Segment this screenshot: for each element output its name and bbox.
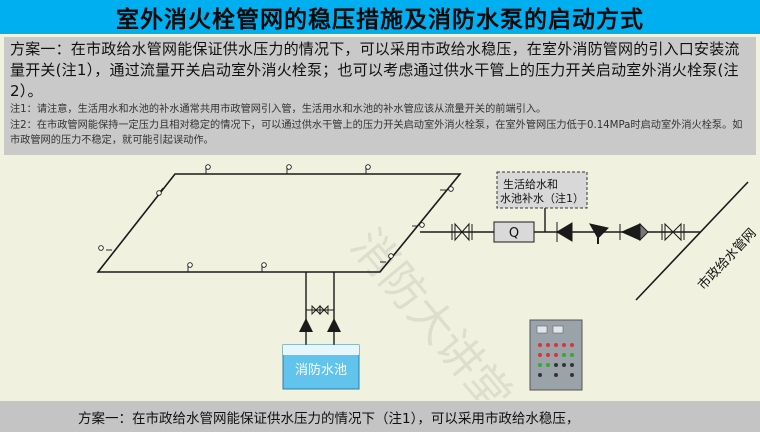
tank-label: 消防水池	[295, 362, 347, 378]
caption-text: 方案一：在市政给水管网能保证供水压力的情况下（注1），可以采用市政给水稳压，	[78, 410, 580, 427]
caption-bar: 方案一：在市政给水管网能保证供水压力的情况下（注1），可以采用市政给水稳压，	[0, 401, 760, 432]
hydrant-icon	[440, 186, 454, 192]
scheme-main-text: 方案一：在市政给水管网能保证供水压力的情况下，可以采用市政给水稳压，在室外消防管…	[10, 40, 740, 100]
municipal-main-label: 市政给水管网	[695, 225, 760, 293]
ring-main-pipe	[96, 173, 462, 273]
hydrant-icon	[380, 253, 394, 263]
piping-diagram: 消防大讲堂 Q	[96, 164, 760, 400]
scheme-description-box: 方案一：在市政给水管网能保证供水压力的情况下，可以采用市政给水稳压，在室外消防管…	[4, 37, 756, 155]
hydrant-icon	[286, 164, 292, 174]
note-1: 注1：请注意，生活用水和水池的补水通常共用市政管网引入管，生活用水和水池的补水管…	[10, 104, 547, 115]
fire-pump-icon	[299, 318, 341, 332]
domestic-supply-label-2: 水池补水（注1）	[500, 191, 584, 205]
hydrant-icon	[365, 164, 371, 174]
title-bar: 室外消火栓管网的稳压措施及消防水泵的启动方式	[0, 0, 760, 34]
hydrant-icon	[98, 245, 112, 251]
domestic-supply-label-1: 生活给水和	[503, 177, 558, 191]
hydrant-icon	[205, 164, 211, 174]
hydrant-icon	[261, 262, 267, 272]
watermark: 消防大讲堂	[341, 220, 521, 400]
gate-valve-icon	[451, 222, 473, 242]
flow-switch-label: Q	[509, 226, 519, 241]
check-valve-icon	[556, 222, 573, 242]
hydrant-icons	[98, 164, 454, 272]
note-2: 注2：在市政管网能保持一定压力且相对稳定的情况下，可以通过供水干管上的压力开关启…	[10, 119, 743, 147]
pump-valve-icon	[311, 304, 329, 316]
hydrant-icon	[412, 222, 425, 228]
domestic-supply-box	[496, 171, 588, 209]
gate-valve-icon	[661, 222, 685, 242]
hydrant-icon	[187, 262, 193, 272]
backflow-preventer-icon	[589, 223, 609, 244]
tank-top-surface	[283, 345, 359, 355]
municipal-main-pipe	[635, 181, 749, 301]
page-title: 室外消火栓管网的稳压措施及消防水泵的启动方式	[116, 7, 644, 33]
pump-control-cabinet	[529, 319, 583, 391]
hydrant-icon	[156, 187, 164, 196]
flow-switch	[493, 221, 535, 243]
butterfly-valve-icon	[619, 222, 649, 242]
